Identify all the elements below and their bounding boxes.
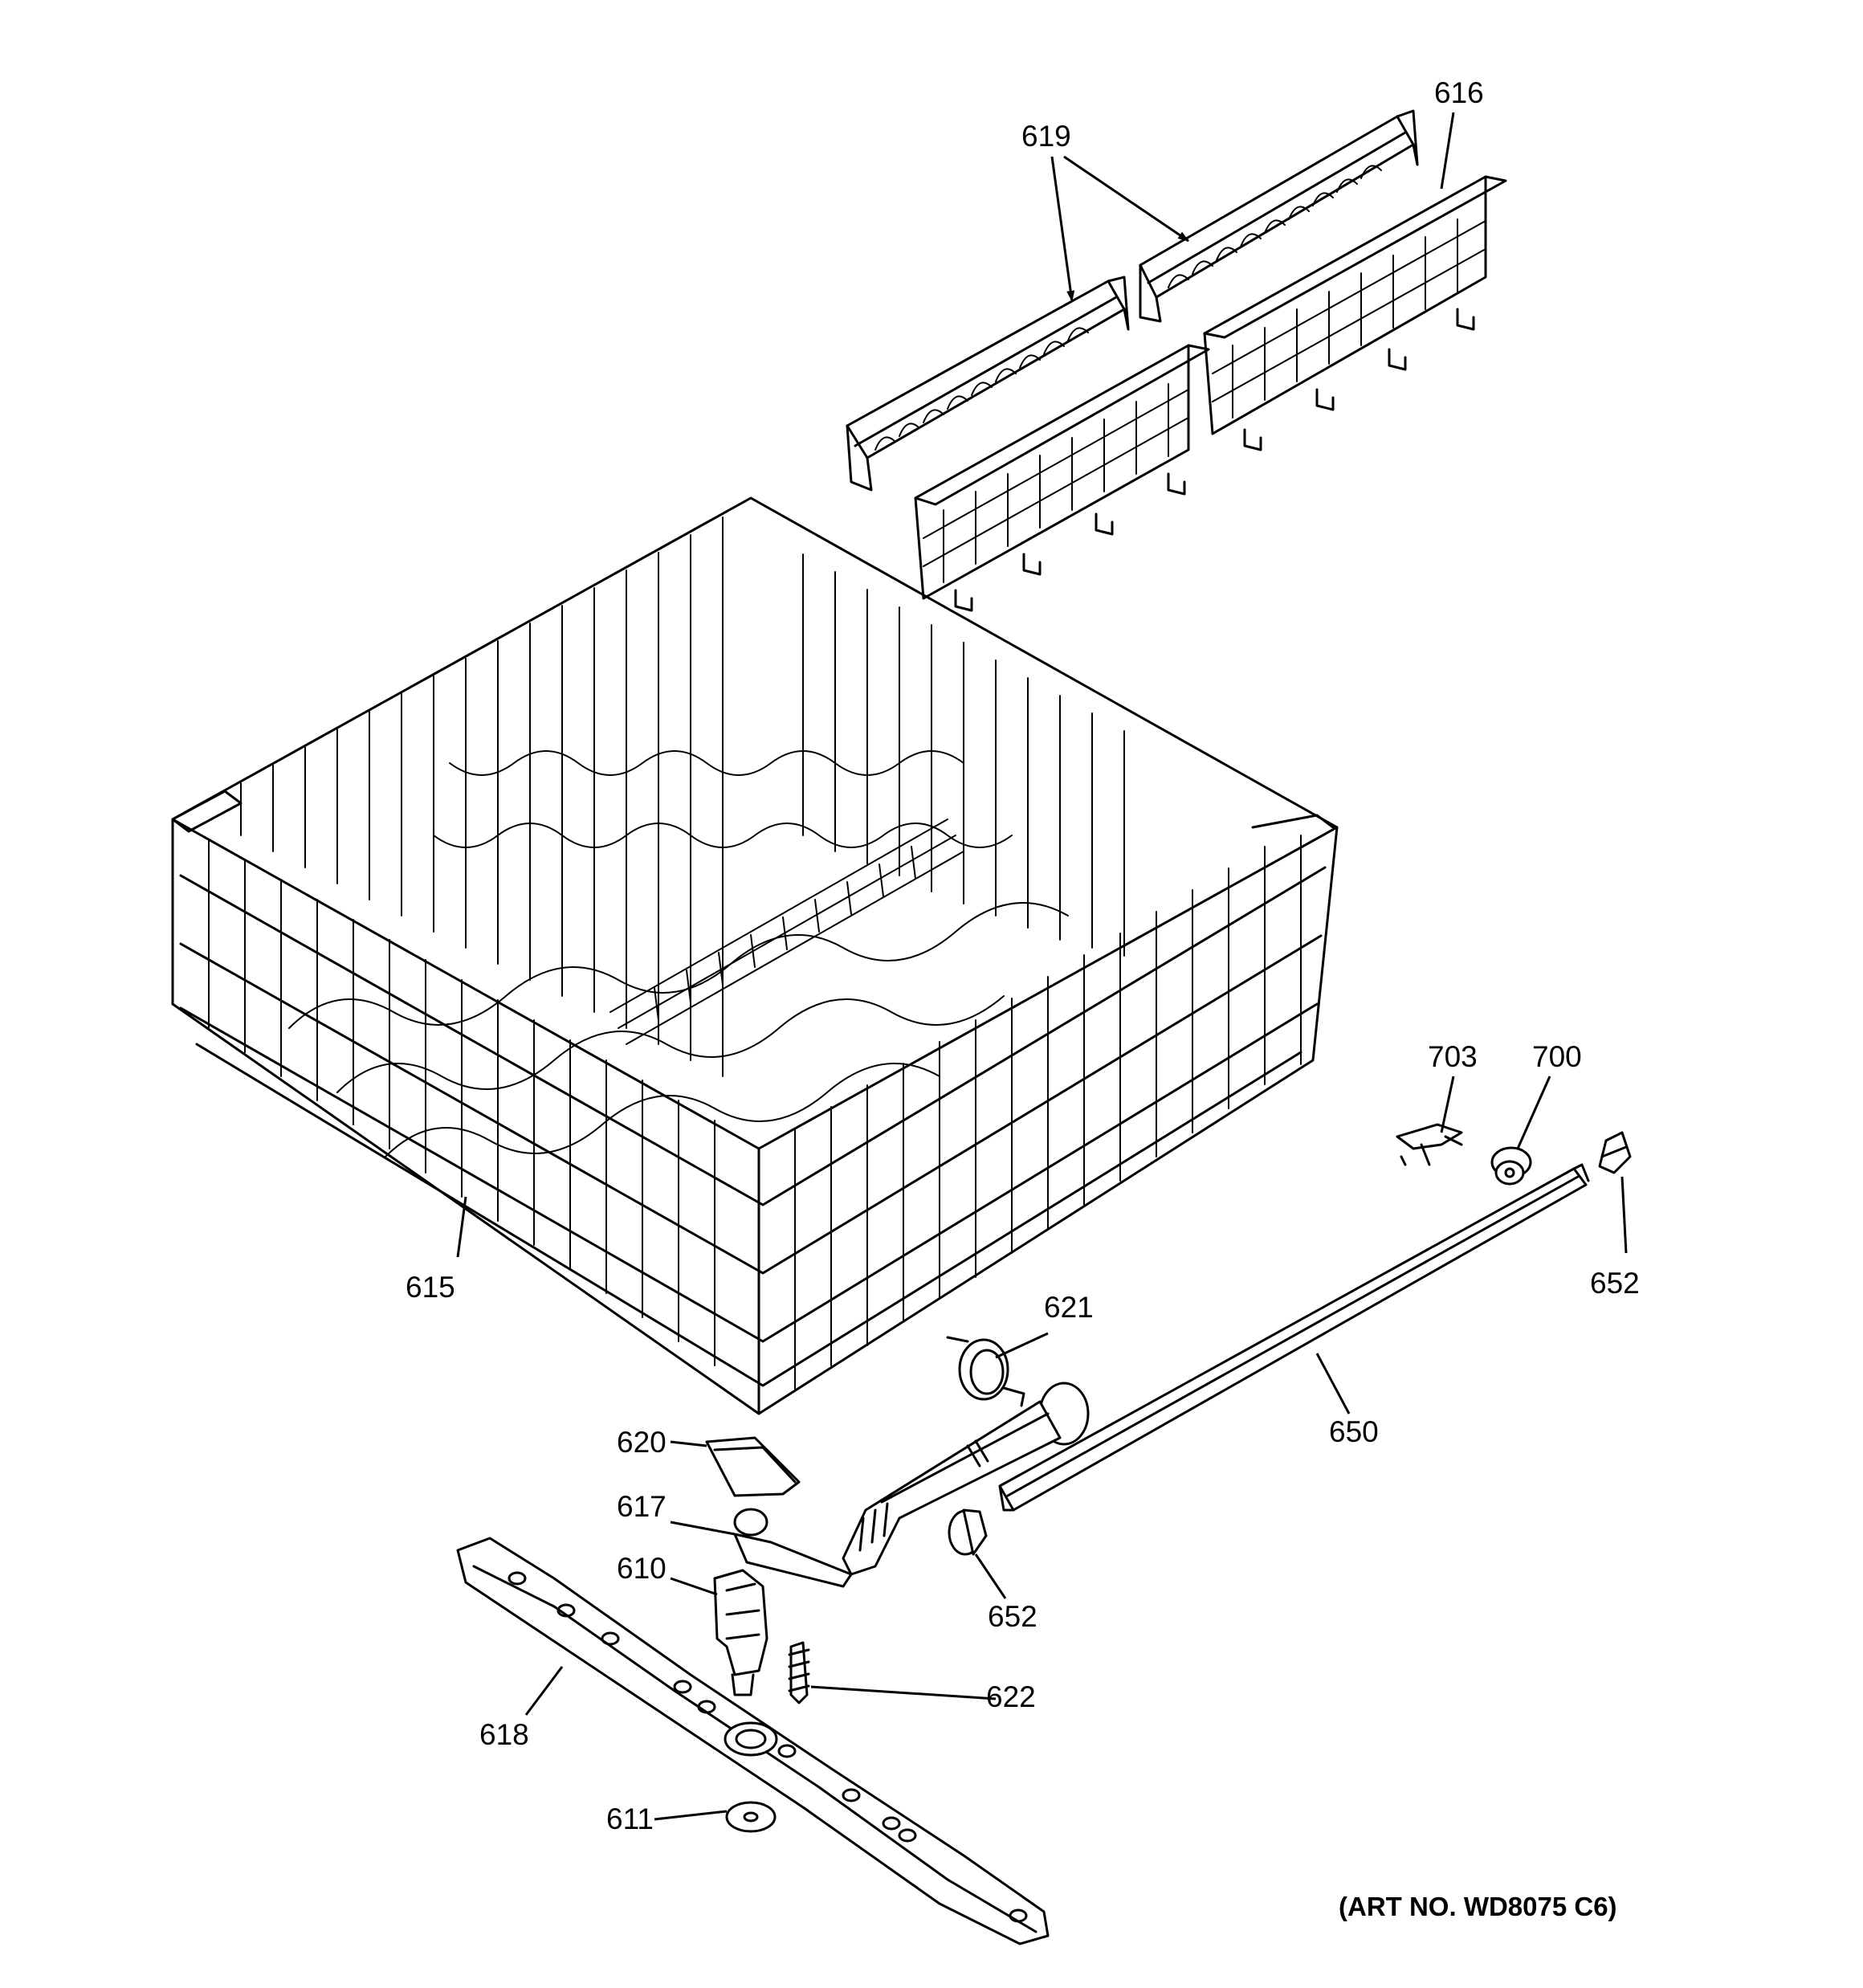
label-652-top: 652	[1590, 1267, 1640, 1300]
part-610-bearing	[713, 1569, 768, 1696]
part-703-rail-stop	[1396, 1123, 1463, 1166]
part-618-spray-arm	[456, 1537, 1050, 1945]
art-number: (ART NO. WD8075 C6)	[1339, 1892, 1617, 1921]
part-652-end-cap-bottom	[948, 1508, 988, 1556]
label-622: 622	[986, 1680, 1036, 1713]
part-619-shelf-clips	[846, 109, 1419, 492]
part-615-upper-rack	[171, 496, 1339, 1415]
label-619: 619	[1021, 120, 1071, 153]
part-700-roller	[1490, 1146, 1532, 1186]
part-652-end-cap-top	[1598, 1131, 1632, 1174]
part-650-rail	[998, 1163, 1590, 1512]
label-611: 611	[606, 1802, 654, 1835]
label-703: 703	[1428, 1040, 1478, 1073]
part-620-cover	[705, 1436, 801, 1497]
leader-lines	[456, 112, 1628, 1821]
part-611-washer	[725, 1801, 777, 1833]
part-621-clamp	[946, 1336, 1025, 1407]
part-616-tine-rows	[914, 175, 1507, 612]
part-617-supply-tube	[733, 1382, 1090, 1588]
label-616: 616	[1434, 76, 1484, 109]
part-622-screw	[788, 1641, 810, 1704]
label-615: 615	[406, 1271, 455, 1304]
label-617: 617	[617, 1490, 667, 1523]
label-652-bottom: 652	[988, 1600, 1037, 1633]
label-610: 610	[617, 1552, 667, 1585]
label-650: 650	[1329, 1415, 1379, 1448]
label-620: 620	[617, 1426, 667, 1459]
label-621: 621	[1044, 1291, 1094, 1324]
label-700: 700	[1532, 1040, 1582, 1073]
label-618: 618	[479, 1718, 529, 1751]
